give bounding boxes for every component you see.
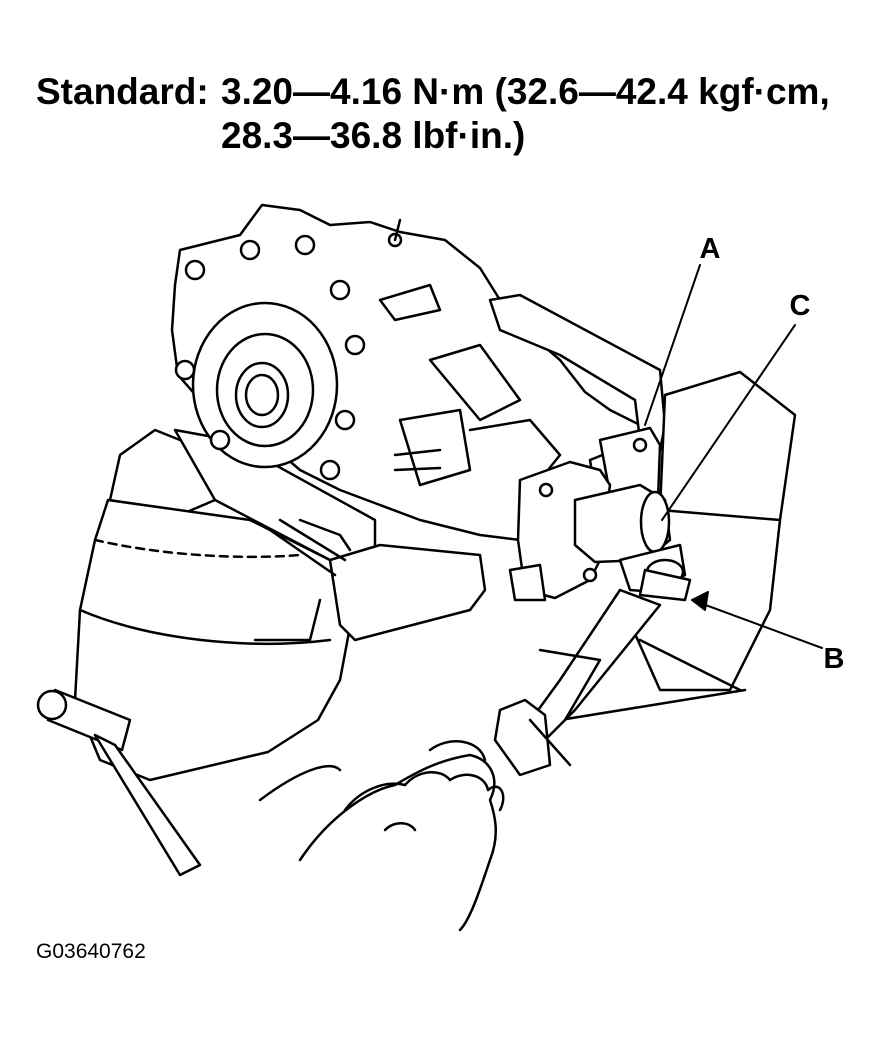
figure-code: G03640762 (36, 940, 146, 963)
callout-label-c: C (790, 290, 811, 322)
bench-vise (36, 428, 487, 877)
spec-label: Standard: (36, 71, 209, 112)
spec-torque-line-2: 28.3—36.8 lbf·in.) (221, 115, 526, 156)
callout-label-a: A (700, 233, 721, 265)
technician-hands (258, 740, 505, 932)
differential-housing (170, 203, 652, 542)
torque-wrench-b (493, 568, 692, 777)
spec-torque-line-1: 3.20—4.16 N·m (32.6—42.4 kgf·cm, (221, 71, 830, 112)
support-stand (558, 370, 797, 722)
callout-leaders (644, 264, 823, 649)
callout-label-b: B (824, 643, 845, 675)
